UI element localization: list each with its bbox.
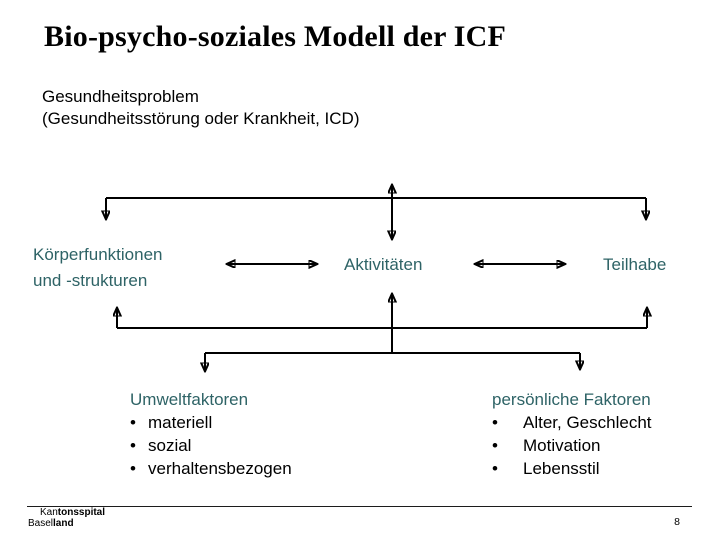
list-item-label: sozial [148, 436, 192, 455]
bullet-marker: • [130, 436, 136, 455]
arrows-contextual-factors-upper [117, 310, 647, 329]
page-number: 8 [674, 516, 680, 528]
bullet-marker: • [492, 459, 498, 478]
logo-text-regular: Basel [28, 517, 54, 529]
list-item-label: verhaltensbezogen [148, 459, 292, 478]
list-item: • Alter, Geschlecht [492, 411, 652, 434]
label-participation: Teilhabe [603, 255, 667, 274]
bullet-marker: • [130, 459, 136, 478]
footer-divider [27, 506, 692, 507]
list-item: • verhaltensbezogen [130, 457, 292, 480]
arrows-contextual-factors-lower [205, 296, 580, 369]
logo-line2: Baselland [28, 517, 105, 530]
health-problem-label: Gesundheitsproblem (Gesundheitsstörung o… [42, 86, 360, 130]
list-item-label: Motivation [523, 436, 601, 455]
list-item-label: Alter, Geschlecht [523, 413, 652, 432]
label-activities: Aktivitäten [344, 255, 423, 274]
list-item: • Lebensstil [492, 457, 652, 480]
label-body-functions: Körperfunktionen und -strukturen [33, 242, 162, 294]
slide-title: Bio-psycho-soziales Modell der ICF [44, 20, 507, 53]
bullet-marker: • [492, 413, 498, 432]
logo-line1: Kantonsspital [40, 507, 106, 519]
list-item-label: Lebensstil [523, 459, 600, 478]
body-functions-line2: und -strukturen [33, 271, 148, 290]
list-item: • Motivation [492, 434, 652, 457]
health-problem-line2: (Gesundheitsstörung oder Krankheit, ICD) [42, 109, 360, 128]
logo-text-regular: Kan [40, 507, 58, 518]
bullet-marker: • [130, 413, 136, 432]
list-item: • materiell [130, 411, 292, 434]
logo-text-bold: land [53, 517, 74, 529]
bullet-marker: • [492, 436, 498, 455]
body-functions-line1: Körperfunktionen [33, 245, 163, 264]
logo-text-bold: tonsspital [57, 507, 106, 518]
environment-factors-heading: Umweltfaktoren [130, 390, 249, 409]
list-item-label: materiell [148, 413, 213, 432]
health-problem-line1: Gesundheitsproblem [42, 87, 199, 106]
arrows-from-health-problem [106, 187, 646, 237]
personal-factors-block: persönliche Faktoren • Alter, Geschlecht… [492, 388, 652, 480]
environment-factors-block: Umweltfaktoren • materiell • sozial • ve… [130, 388, 292, 480]
list-item: • sozial [130, 434, 292, 457]
personal-factors-heading: persönliche Faktoren [492, 390, 651, 409]
kantonsspital-baselland-logo: Kantonsspital Baselland [28, 507, 106, 530]
